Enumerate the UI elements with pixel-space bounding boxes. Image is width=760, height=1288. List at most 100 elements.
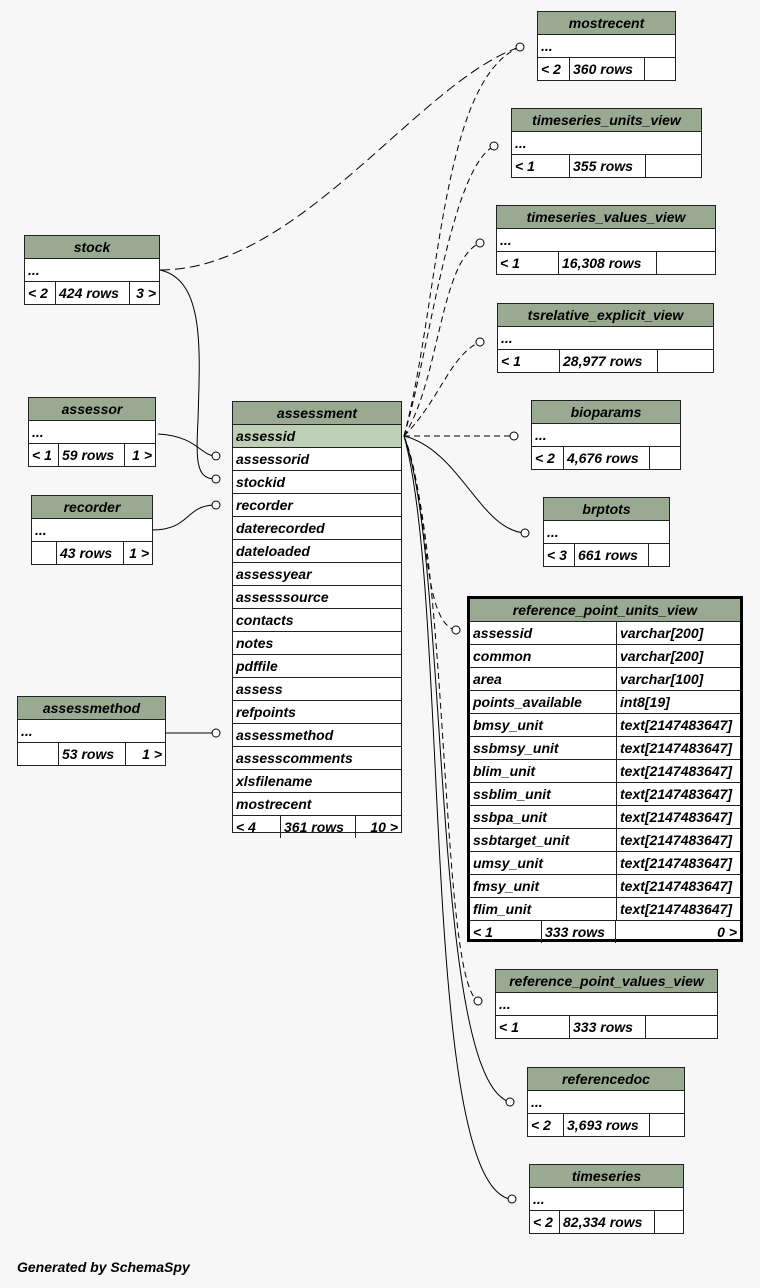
children-count[interactable] [650,447,680,469]
column-row[interactable]: assessmethod [233,724,401,747]
column-row[interactable]: contacts [233,609,401,632]
column-row[interactable]: daterecorded [233,517,401,540]
column-name: ssbpa_unit [473,809,547,825]
table-referencedoc[interactable]: referencedoc ... < 2 3,693 rows [527,1067,685,1137]
table-recorder[interactable]: recorder ... 43 rows 1 > [31,495,153,565]
parents-count[interactable] [18,743,59,765]
children-count[interactable] [646,155,701,177]
children-count[interactable] [645,58,675,80]
column-row[interactable]: recorder [233,494,401,517]
column-row[interactable]: refpoints [233,701,401,724]
table-assessor[interactable]: assessor ... < 1 59 rows 1 > [28,397,156,467]
table-title[interactable]: brptots [544,498,669,521]
table-stock[interactable]: stock ... < 2 424 rows 3 > [24,235,160,305]
table-timeseries[interactable]: timeseries ... < 2 82,334 rows [529,1164,684,1234]
table-title[interactable]: mostrecent [538,12,675,35]
table-title[interactable]: assessment [233,402,401,425]
parents-count[interactable]: < 2 [532,447,564,469]
column-row[interactable]: dateloaded [233,540,401,563]
column-type: text[2147483647] [616,737,732,759]
children-count[interactable] [650,1114,684,1136]
parents-count[interactable]: < 1 [497,252,559,274]
column-row[interactable]: stockid [233,471,401,494]
children-count[interactable] [658,350,713,372]
parents-count[interactable]: < 2 [538,58,570,80]
table-reference-point-values-view[interactable]: reference_point_values_view ... < 1 333 … [495,969,718,1039]
column-name: flim_unit [473,901,532,917]
children-count[interactable] [657,252,715,274]
parents-count[interactable]: < 4 [233,816,281,838]
table-title[interactable]: reference_point_values_view [496,970,717,993]
table-mostrecent[interactable]: mostrecent ... < 2 360 rows [537,11,676,81]
children-count[interactable]: 0 > [717,924,737,940]
column-row[interactable]: assesssource [233,586,401,609]
table-title[interactable]: timeseries [530,1165,683,1188]
column-type: text[2147483647] [616,852,732,874]
row-count: 333 rows [542,921,616,943]
children-count[interactable]: 1 > [132,447,152,463]
parents-count[interactable]: < 1 [29,444,59,466]
column-row[interactable]: xlsfilename [233,770,401,793]
column-row[interactable]: assessorid [233,448,401,471]
table-tsrelative-explicit-view[interactable]: tsrelative_explicit_view ... < 1 28,977 … [497,303,714,373]
column-row[interactable]: mostrecent [233,793,401,816]
column-row[interactable]: pdffile [233,655,401,678]
parents-count[interactable]: < 1 [498,350,560,372]
column-row[interactable]: notes [233,632,401,655]
parents-count[interactable]: < 2 [25,282,56,304]
table-title[interactable]: timeseries_values_view [497,206,715,229]
table-bioparams[interactable]: bioparams ... < 2 4,676 rows [531,400,681,470]
table-assessmethod[interactable]: assessmethod ... 53 rows 1 > [17,696,166,766]
children-count[interactable]: 1 > [129,545,149,561]
table-assessment[interactable]: assessment assessid assessorid stockid r… [232,401,402,838]
table-title[interactable]: assessmethod [18,697,165,720]
table-title[interactable]: timeseries_units_view [512,109,701,132]
children-count[interactable] [646,1016,717,1038]
parents-count[interactable]: < 3 [544,544,575,566]
column-name: bmsy_unit [473,717,544,733]
table-brptots[interactable]: brptots ... < 3 661 rows [543,497,670,567]
table-title[interactable]: stock [25,236,159,259]
children-count[interactable]: 1 > [142,746,162,762]
table-title[interactable]: bioparams [532,401,680,424]
parents-count[interactable]: < 1 [512,155,570,177]
column-row[interactable]: assess [233,678,401,701]
link-recorder-assessment [151,504,215,531]
table-title[interactable]: reference_point_units_view [470,599,740,622]
table-title[interactable]: tsrelative_explicit_view [498,304,713,327]
parents-count[interactable]: < 1 [470,921,542,943]
parents-count[interactable] [32,542,57,564]
children-count[interactable] [655,1211,683,1233]
children-count[interactable]: 10 > [370,819,398,835]
column-row[interactable]: assesscomments [233,747,401,770]
parents-count[interactable]: < 2 [528,1114,564,1136]
table-title[interactable]: referencedoc [528,1068,684,1091]
table-timeseries-units-view[interactable]: timeseries_units_view ... < 1 355 rows [511,108,702,178]
children-count[interactable]: 3 > [136,285,156,301]
table-row: ... [512,132,701,155]
column-row[interactable]: assessid [233,425,401,448]
row-count: 333 rows [570,1016,646,1038]
table-timeseries-values-view[interactable]: timeseries_values_view ... < 1 16,308 ro… [496,205,716,275]
row-count: 355 rows [570,155,646,177]
parents-count[interactable]: < 2 [530,1211,560,1233]
parents-count[interactable]: < 1 [496,1016,570,1038]
table-title[interactable]: assessor [29,398,155,421]
children-count[interactable] [649,544,669,566]
table-title[interactable]: recorder [32,496,152,519]
column-row[interactable]: assessyear [233,563,401,586]
